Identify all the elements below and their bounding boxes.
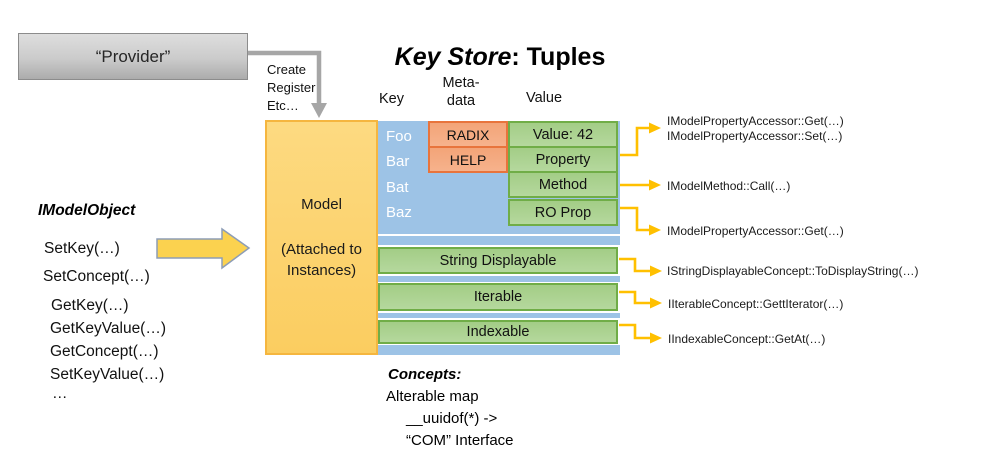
- key-label: Foo: [386, 128, 412, 145]
- metadata-cell-help: HELP: [428, 146, 508, 173]
- metadata-cell-radix: RADIX: [428, 121, 508, 148]
- annotation-property: IModelPropertyAccessor::Get(…) IModelPro…: [667, 114, 844, 143]
- concepts-note-title: Concepts:: [388, 366, 462, 383]
- arrow-right-icon: [650, 297, 662, 309]
- concepts-note-line1: Alterable map: [386, 388, 479, 405]
- model-label: Model: [301, 196, 342, 213]
- annotation-method: IModelMethod::Call(…): [667, 179, 791, 193]
- provider-box: “Provider”: [18, 33, 248, 80]
- title-emphasis: Key Store: [394, 43, 512, 71]
- arrow-right-icon: [649, 179, 661, 191]
- member-setkeyvalue: SetKeyValue(…): [50, 366, 165, 383]
- arrow-right-icon: [649, 224, 661, 236]
- key-label: Bat: [386, 179, 409, 196]
- concept-row-indexable: Indexable: [378, 320, 618, 344]
- concepts-note-line2: __uuidof(*) ->: [406, 410, 498, 427]
- provider-action: Create: [267, 62, 307, 77]
- value-cell: Method: [508, 171, 618, 198]
- provider-action: Register: [267, 80, 316, 95]
- api-connectors: [617, 126, 650, 340]
- provider-action: Etc…: [267, 98, 299, 113]
- arrow-right-icon: [650, 265, 662, 277]
- model-box: [265, 120, 378, 355]
- column-header-metadata: Meta- data: [430, 74, 492, 110]
- member-getkeyvalue: GetKeyValue(…): [50, 320, 167, 337]
- annotation-indexable: IIndexableConcept::GetAt(…): [668, 332, 826, 346]
- member-getconcept: GetConcept(…): [50, 343, 159, 360]
- annotation-iterable: IIterableConcept::GettIterator(…): [668, 297, 844, 311]
- member-setconcept: SetConcept(…): [43, 268, 150, 285]
- member-setkey: SetKey(…): [44, 240, 120, 257]
- annotation-property-set: IModelPropertyAccessor::Set(…): [667, 128, 843, 143]
- concept-row-iterable: Iterable: [378, 283, 618, 311]
- member-getkey: GetKey(…): [51, 297, 129, 314]
- annotation-property-get: IModelPropertyAccessor::Get(…): [667, 114, 844, 128]
- annotation-ro-prop: IModelPropertyAccessor::Get(…): [667, 224, 844, 238]
- column-header-key: Key: [379, 91, 404, 107]
- metadata-header-line2: data: [446, 93, 476, 109]
- title-rest: : Tuples: [511, 43, 606, 71]
- value-cell: Value: 42: [508, 121, 618, 148]
- key-store-strip: [378, 313, 620, 318]
- member-ellipsis: …: [52, 385, 68, 402]
- page-title: Key Store: Tuples: [320, 43, 680, 72]
- key-store-strip: [378, 236, 620, 245]
- api-connector-arrowheads: [649, 122, 662, 344]
- annotation-string-displayable: IStringDisplayableConcept::ToDisplayStri…: [667, 264, 919, 278]
- column-header-value: Value: [526, 90, 563, 106]
- model-sublabel-line2: Instances): [286, 262, 357, 279]
- arrow-right-icon: [649, 122, 661, 134]
- key-store-strip: [378, 345, 620, 355]
- provider-actions: Create Register Etc…: [267, 61, 315, 115]
- concept-row-string-displayable: String Displayable: [378, 247, 618, 274]
- value-cell: RO Prop: [508, 199, 618, 226]
- key-store-strip: [378, 276, 620, 282]
- model-object-arrow-icon: [156, 227, 251, 270]
- key-label: Baz: [386, 204, 412, 221]
- concepts-note-line3: “COM” Interface: [406, 432, 514, 449]
- model-sublabel-line1: (Attached to: [281, 241, 362, 258]
- key-label: Bar: [386, 153, 410, 170]
- arrow-right-icon: [650, 332, 662, 344]
- value-cell: Property: [508, 146, 618, 173]
- metadata-header-line1: Meta-: [442, 75, 480, 91]
- model-sublabel: (Attached to Instances): [265, 239, 378, 281]
- imodelobject-title: IModelObject: [38, 202, 136, 219]
